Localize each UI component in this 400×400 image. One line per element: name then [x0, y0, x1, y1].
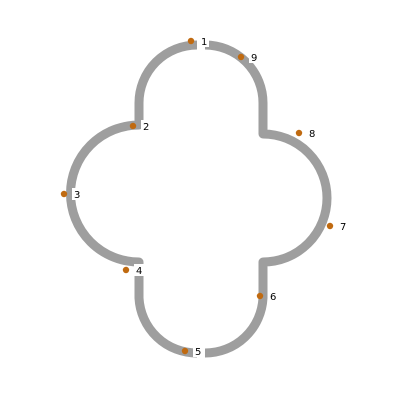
marker-6: 6 — [256, 290, 278, 303]
marker-label-box — [141, 120, 151, 132]
marker-dot — [256, 292, 264, 300]
marker-label: 9 — [251, 53, 257, 64]
marker-dot — [60, 190, 68, 198]
marker-label-box — [199, 35, 209, 47]
marker-7: 7 — [326, 220, 348, 233]
marker-label: 3 — [74, 190, 80, 201]
marker-label: 4 — [136, 266, 142, 277]
marker-9: 9 — [237, 51, 259, 64]
clover-outline-stroke — [66, 40, 332, 358]
marker-dot — [295, 129, 303, 137]
marker-1: 1 — [187, 35, 209, 48]
marker-5: 5 — [181, 345, 203, 358]
marker-label-box — [307, 127, 317, 139]
marker-label-box — [249, 51, 259, 63]
marker-dot — [122, 266, 130, 274]
marker-4: 4 — [122, 264, 144, 277]
marker-label-box — [268, 290, 278, 302]
marker-label: 2 — [143, 122, 149, 133]
marker-8: 8 — [295, 127, 317, 140]
marker-label-box — [72, 188, 82, 200]
marker-3: 3 — [60, 188, 82, 201]
marker-label: 1 — [201, 37, 207, 48]
marker-layer: 1 2 3 4 5 6 7 8 9 — [60, 35, 348, 358]
marker-dot — [187, 37, 195, 45]
marker-label: 6 — [270, 292, 276, 303]
marker-dot — [237, 53, 245, 61]
marker-dot — [326, 222, 334, 230]
marker-label: 8 — [309, 129, 315, 140]
marker-label-box — [134, 264, 144, 276]
marker-dot — [181, 347, 189, 355]
marker-dot — [129, 122, 137, 130]
marker-label: 5 — [195, 347, 201, 358]
marker-label: 7 — [340, 222, 346, 233]
marker-2: 2 — [129, 120, 151, 133]
marker-label-box — [338, 220, 348, 232]
marker-label-box — [193, 345, 203, 357]
